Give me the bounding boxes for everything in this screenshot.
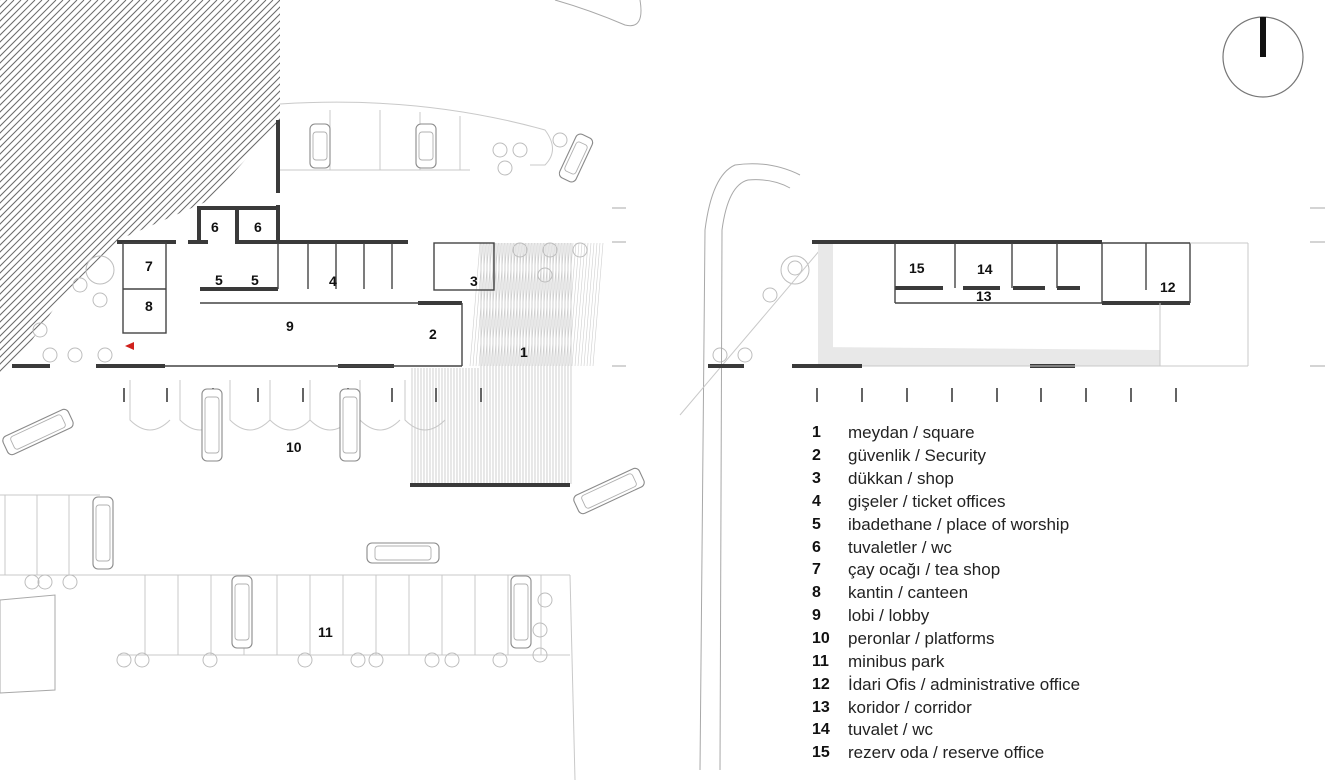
label-ticket-offices: 4 xyxy=(329,273,337,289)
legend-number: 7 xyxy=(812,561,821,579)
legend-item: 2 güvenlik / Security xyxy=(812,445,1080,468)
legend-text: tuvalet / wc xyxy=(848,720,934,740)
hatched-existing-area xyxy=(0,0,280,375)
legend-number: 15 xyxy=(812,744,830,762)
legend-item: 13 koridor / corridor xyxy=(812,696,1080,719)
legend-item: 12 İdari Ofis / administrative office xyxy=(812,673,1080,696)
label-admin-office: 12 xyxy=(1160,279,1176,295)
legend-item: 15 rezerv oda / reserve office xyxy=(812,742,1080,765)
label-upper-wc: 14 xyxy=(977,261,993,277)
label-minibus-park: 11 xyxy=(318,624,333,640)
label-square: 1 xyxy=(520,344,528,360)
label-shop: 3 xyxy=(470,273,478,289)
trees xyxy=(24,132,810,668)
label-corridor: 13 xyxy=(976,288,992,304)
legend-number: 11 xyxy=(812,652,829,670)
label-wc-b: 6 xyxy=(254,219,262,235)
label-security: 2 xyxy=(429,326,437,342)
legend-text: meydan / square xyxy=(848,423,975,443)
legend-item: 4 gişeler / ticket offices xyxy=(812,491,1080,514)
legend-text: minibus park xyxy=(848,651,945,671)
legend-text: ibadethane / place of worship xyxy=(848,514,1070,534)
legend-item: 10 peronlar / platforms xyxy=(812,628,1080,651)
north-arrow-icon xyxy=(1222,16,1304,98)
legend-text: dükkan / shop xyxy=(848,469,954,489)
legend-item: 6 tuvaletler / wc xyxy=(812,536,1080,559)
legend: 1 meydan / square 2 güvenlik / Security 3 d… xyxy=(812,422,1080,765)
vehicles xyxy=(2,123,645,649)
legend-text: koridor / corridor xyxy=(848,697,972,717)
legend-text: rezerv oda / reserve office xyxy=(848,743,1045,763)
label-worship-a: 5 xyxy=(215,272,223,288)
minibus-park-lines xyxy=(0,494,576,780)
legend-number: 2 xyxy=(812,447,821,465)
upper-floor-plan xyxy=(708,240,1249,368)
legend-text: kantin / canteen xyxy=(848,583,969,603)
label-platforms: 10 xyxy=(286,439,302,455)
label-worship-b: 5 xyxy=(251,272,259,288)
legend-number: 12 xyxy=(812,675,830,693)
legend-text: lobi / lobby xyxy=(848,606,930,626)
legend-number: 1 xyxy=(812,424,821,442)
legend-number: 5 xyxy=(812,515,821,533)
legend-item: 9 lobi / lobby xyxy=(812,605,1080,628)
level-markers xyxy=(612,207,1325,367)
legend-item: 5 ibadethane / place of worship xyxy=(812,513,1080,536)
legend-item: 7 çay ocağı / tea shop xyxy=(812,559,1080,582)
legend-text: güvenlik / Security xyxy=(848,446,986,466)
legend-item: 3 dükkan / shop xyxy=(812,468,1080,491)
legend-number: 6 xyxy=(812,538,821,556)
legend-text: peronlar / platforms xyxy=(848,629,995,649)
legend-number: 3 xyxy=(812,470,821,488)
column-ticks xyxy=(123,388,482,402)
legend-item: 8 kantin / canteen xyxy=(812,582,1080,605)
legend-number: 8 xyxy=(812,584,821,602)
legend-item: 1 meydan / square xyxy=(812,422,1080,445)
label-lobby: 9 xyxy=(286,318,294,334)
legend-text: gişeler / ticket offices xyxy=(848,491,1006,511)
legend-item: 11 minibus park xyxy=(812,650,1080,673)
label-tea-shop: 7 xyxy=(145,258,153,274)
legend-number: 4 xyxy=(812,492,821,510)
legend-number: 10 xyxy=(812,630,830,648)
column-ticks-upper xyxy=(816,388,1177,402)
legend-text: tuvaletler / wc xyxy=(848,537,952,557)
terminal-building xyxy=(12,120,570,487)
label-canteen: 8 xyxy=(145,298,153,314)
legend-text: İdari Ofis / administrative office xyxy=(848,674,1081,694)
legend-number: 13 xyxy=(812,698,830,716)
legend-item: 14 tuvalet / wc xyxy=(812,719,1080,742)
entrance-marker-icon xyxy=(125,342,134,350)
square-paving xyxy=(411,242,604,484)
label-wc-a: 6 xyxy=(211,219,219,235)
legend-text: çay ocağı / tea shop xyxy=(848,560,1001,580)
legend-number: 14 xyxy=(812,721,830,739)
legend-number: 9 xyxy=(812,607,821,625)
label-reserve-office: 15 xyxy=(909,260,925,276)
